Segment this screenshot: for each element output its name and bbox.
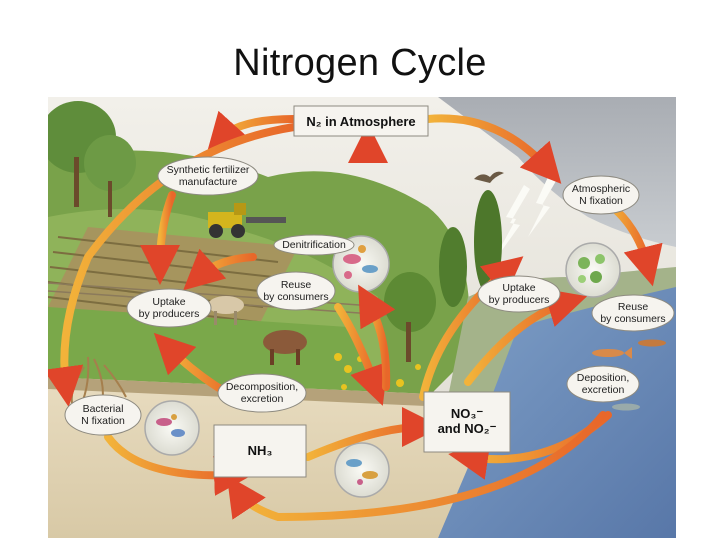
label-nh3: NH₃ <box>214 443 306 458</box>
microbe-circle-bacteria <box>145 401 199 455</box>
label-reuse-consumers-land: Reuse by consumers <box>257 279 335 303</box>
microbe-circle-water <box>566 243 620 297</box>
label-uptake-producers-land: Uptake by producers <box>127 296 211 320</box>
label-denitrification: Denitrification <box>274 239 354 251</box>
nitrogen-cycle-diagram: N₂ in Atmosphere NH₃ NO₃⁻ and NO₂⁻ Synth… <box>48 97 676 538</box>
label-synthetic-fertilizer: Synthetic fertilizer manufacture <box>158 164 258 188</box>
label-bacterial-fixation: Bacterial N fixation <box>65 403 141 427</box>
label-decomposition: Decomposition, excretion <box>218 381 306 405</box>
label-deposition: Deposition, excretion <box>567 372 639 396</box>
label-atmospheric-fixation: Atmospheric N fixation <box>563 183 639 207</box>
label-no2: and NO₂⁻ <box>424 421 510 436</box>
label-uptake-producers-water: Uptake by producers <box>478 282 560 306</box>
microbe-circle-soil <box>335 443 389 497</box>
label-n2-atmosphere: N₂ in Atmosphere <box>294 114 428 129</box>
label-reuse-consumers-water: Reuse by consumers <box>592 301 674 325</box>
label-no3: NO₃⁻ <box>424 406 510 421</box>
slide-title: Nitrogen Cycle <box>0 42 720 85</box>
